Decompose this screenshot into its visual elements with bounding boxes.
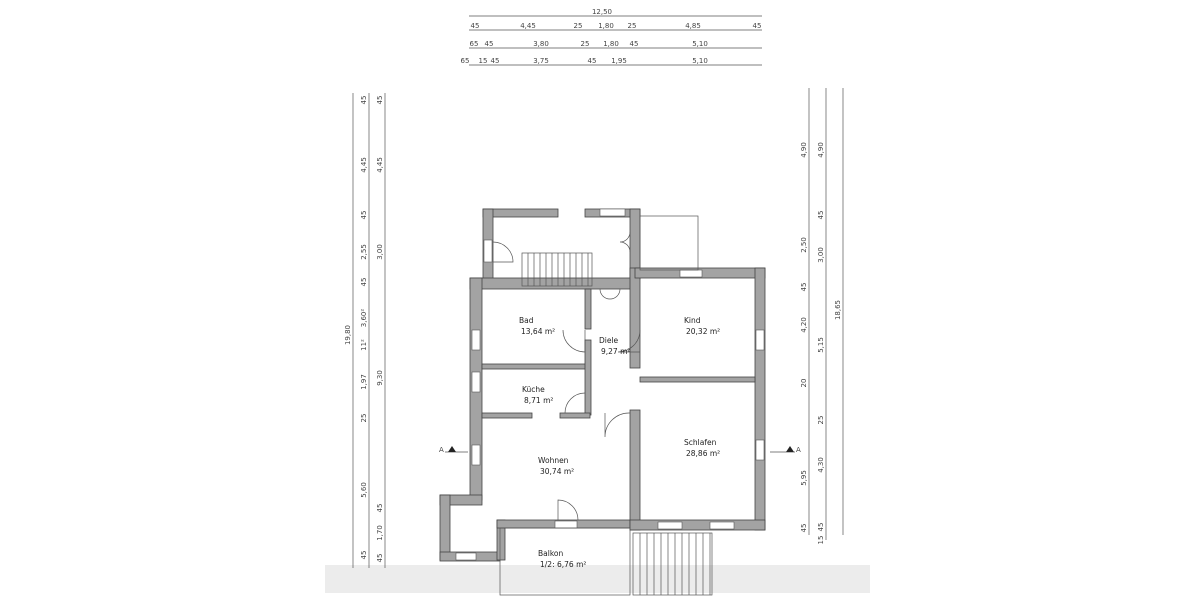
dimension-label: 65 <box>461 57 470 65</box>
dimension-label: 25 <box>574 22 583 30</box>
dimension-lines: 12,50 45 4,45 25 1,80 25 4,85 45 65 45 3,80 25 1,80 4… <box>344 8 844 568</box>
dimension-label: 3,00 <box>817 247 825 263</box>
section-marker-right: A <box>796 446 801 454</box>
dimension-label: 1,95 <box>611 57 627 65</box>
room-area: 20,32 m² <box>686 327 720 336</box>
dimension-label: 19,80 <box>344 325 352 345</box>
room-name: Bad <box>519 316 534 325</box>
dimension-label: 45 <box>471 22 480 30</box>
dimension-label: 45 <box>360 96 368 105</box>
dimension-label: 45 <box>800 283 808 292</box>
dimension-label: 1,97 <box>360 374 368 390</box>
dimension-label: 4,30 <box>817 457 825 473</box>
dimension-label: 18,65 <box>834 300 842 320</box>
dimension-label: 15 <box>479 57 488 65</box>
room-name: Diele <box>599 336 619 345</box>
room-area: 8,71 m² <box>524 396 553 405</box>
dimension-label: 45 <box>630 40 639 48</box>
dimension-label: 45 <box>491 57 500 65</box>
dimension-label: 2,55 <box>360 244 368 260</box>
dimension-label: 4,45 <box>360 157 368 173</box>
dimension-label: 25 <box>360 414 368 423</box>
section-left-triangle-icon <box>448 446 456 452</box>
dimension-label: 5,95 <box>800 470 808 486</box>
room-area: 13,64 m² <box>521 327 555 336</box>
dimension-label: 45 <box>376 96 384 105</box>
dimension-label: 45 <box>360 278 368 287</box>
dimension-label: 2,50 <box>800 237 808 253</box>
dimension-label: 3,00 <box>376 244 384 260</box>
dimension-label: 3,80 <box>533 40 549 48</box>
dimension-label: 4,45 <box>376 157 384 173</box>
dimension-label: 45 <box>800 524 808 533</box>
dimension-label: 45 <box>376 504 384 513</box>
dimension-label: 3,75 <box>533 57 549 65</box>
dimension-label: 15 <box>817 536 825 545</box>
dimension-label: 45 <box>376 554 384 563</box>
dimension-label: 20 <box>800 379 808 388</box>
dimension-label: 12,50 <box>592 8 612 16</box>
dimension-label: 45 <box>817 523 825 532</box>
room-area: 9,27 m² <box>601 347 630 356</box>
room-area: 1/2: 6,76 m² <box>540 560 586 569</box>
dimension-label: 65 <box>470 40 479 48</box>
dimension-label: 9,30 <box>376 370 384 386</box>
dimension-label: 4,90 <box>800 142 808 158</box>
dimension-label: 3,60² <box>360 309 368 328</box>
stairs <box>499 215 713 596</box>
dimension-label: 1,80 <box>598 22 614 30</box>
dimension-label: 4,90 <box>817 142 825 158</box>
dimension-label: 4,20 <box>800 317 808 333</box>
dimension-label: 1,80 <box>603 40 619 48</box>
section-markers: A A <box>439 446 801 454</box>
dimension-label: 45 <box>360 211 368 220</box>
dimension-label: 45 <box>360 551 368 560</box>
dimension-label: 25 <box>628 22 637 30</box>
room-name: Schlafen <box>684 438 717 447</box>
doors <box>492 231 641 521</box>
room-area: 30,74 m² <box>540 467 574 476</box>
room-name: Kind <box>684 316 701 325</box>
dimension-label: 45 <box>753 22 762 30</box>
dimension-label: 25 <box>581 40 590 48</box>
windows <box>455 208 765 561</box>
dimension-label: 4,85 <box>685 22 701 30</box>
dimension-label: 5,10 <box>692 40 708 48</box>
dimension-label: 45 <box>485 40 494 48</box>
dimension-label: 45 <box>588 57 597 65</box>
dimension-label: 4,45 <box>520 22 536 30</box>
section-marker-left: A <box>439 446 444 454</box>
dimension-label: 1,70 <box>376 525 384 541</box>
room-name: Küche <box>522 385 545 394</box>
dimension-label: 5,60 <box>360 482 368 498</box>
dimension-label: 5,15 <box>817 337 825 353</box>
scan-shadow <box>325 565 870 593</box>
dimension-label: 25 <box>817 416 825 425</box>
room-name: Balkon <box>538 549 563 558</box>
section-right-triangle-icon <box>786 446 794 452</box>
room-name: Wohnen <box>538 456 569 465</box>
room-labels: Bad 13,64 m² Diele 9,27 m² Kind 20,32 m² Küche… <box>519 316 720 569</box>
dimension-label: 5,10 <box>692 57 708 65</box>
room-area: 28,86 m² <box>686 449 720 458</box>
dimension-label: 45 <box>817 211 825 220</box>
dimension-label: 11² <box>360 339 368 351</box>
